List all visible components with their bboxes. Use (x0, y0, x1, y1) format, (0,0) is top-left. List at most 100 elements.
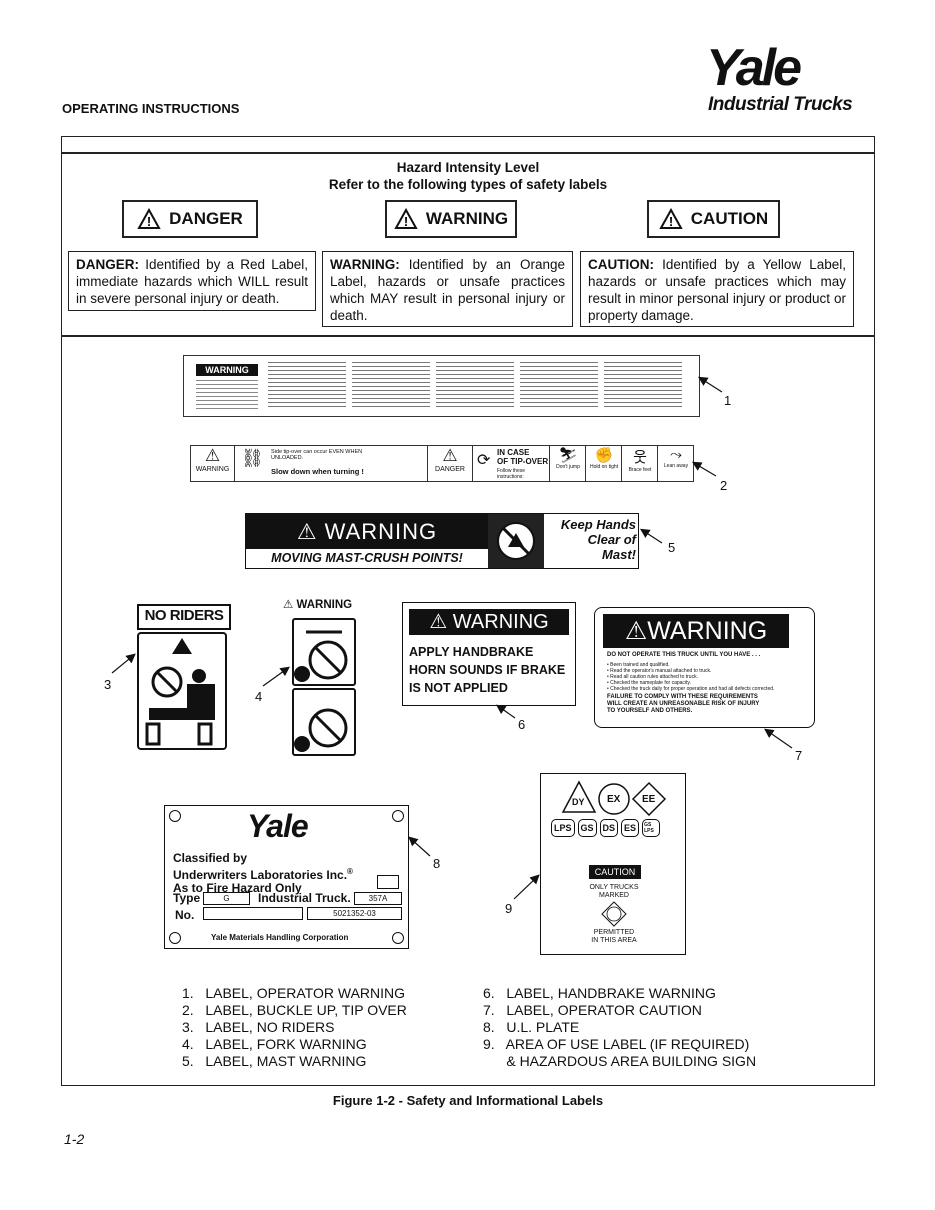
caution-text: Identified by a Yellow Label, hazards or… (588, 257, 846, 323)
danger-description: DANGER: Identified by a Red Label, immed… (68, 251, 316, 311)
label9-permitted: PERMITTED IN THIS AREA (541, 929, 687, 945)
label9-only-text: ONLY TRUCKS (589, 884, 639, 891)
figure-frame (61, 136, 875, 1086)
warning-signal-label: WARNING (425, 209, 509, 228)
page-number: 1-2 (64, 1131, 85, 1147)
hazard-subtitle: Refer to the following types of safety l… (328, 177, 608, 192)
label4-signal-text: WARNING (296, 599, 353, 611)
label6-signal: ⚠ WARNING (409, 609, 569, 635)
frame-rule-top (61, 152, 875, 154)
callout-2: 2 (720, 478, 728, 493)
label4-signal: ⚠ WARNING (283, 597, 352, 611)
label2-danger-text: DANGER (435, 466, 465, 473)
callout-4: 4 (255, 689, 263, 704)
ul-type-value: G (203, 892, 250, 905)
danger-text: Identified by a Red Label, immediate haz… (76, 257, 308, 306)
label6-lines: APPLY HANDBRAKE HORN SOUNDS IF BRAKE IS … (409, 643, 565, 697)
hazard-title: Hazard Intensity Level (396, 160, 540, 175)
callout-9: 9 (505, 901, 513, 916)
label2-danger-icon: ⚠ (442, 446, 458, 465)
label2-alert-icon: ⚠ (204, 446, 221, 465)
label-handbrake-warning: ⚠ WARNING APPLY HANDBRAKE HORN SOUNDS IF… (402, 602, 576, 706)
hand-prohibition-icon (497, 522, 535, 560)
label2-warning-text: WARNING (195, 466, 230, 473)
callout-6: 6 (518, 717, 526, 732)
brace-icon: 웃 (633, 449, 647, 466)
area-codes-top (561, 780, 667, 816)
danger-alert-icon: ! (137, 208, 161, 229)
ul-plate-brand: Yale (247, 808, 309, 844)
callout-3: 3 (104, 677, 112, 692)
label7-signal-text: WARNING (647, 617, 768, 645)
label2-warning-cell: ⚠WARNING (191, 446, 235, 481)
label5-signal: ⚠ WARNING (246, 514, 488, 549)
hold-icon: ✊ (594, 447, 614, 464)
ul-plate: Yale Classified by Underwriters Laborato… (164, 805, 409, 949)
callout-8: 8 (433, 856, 441, 871)
label5-keep-1: Keep Hands (560, 517, 636, 532)
label2-tip-text1: Side tip-over can occur EVEN WHEN UNLOAD… (271, 449, 363, 461)
ul-number1: 357A (354, 892, 402, 905)
label7-bullet-4: • Checked the nameplate for capacity. (607, 680, 691, 686)
label6-line-3: IS NOT APPLIED (409, 681, 508, 695)
ul-reg: ® (347, 867, 353, 876)
brand-logo: Yale (706, 39, 802, 97)
caution-signal: ! CAUTION (647, 200, 780, 238)
label1-fine-print (268, 362, 688, 410)
screw-hole-icon (169, 932, 181, 944)
label6-line-1: APPLY HANDBRAKE (409, 645, 534, 659)
legend-item: 3. LABEL, NO RIDERS (182, 1019, 335, 1035)
label5-alert-icon: ⚠ (296, 519, 325, 544)
svg-text:!: ! (669, 214, 673, 229)
ul-type-label: Type (173, 891, 201, 905)
callout-7: 7 (795, 748, 803, 763)
warning-text: Identified by an Orange Label, hazards o… (330, 257, 565, 323)
label7-bullets: • Been trained and qualified. • Read the… (607, 662, 774, 692)
label7-footer-3: TO YOURSELF AND OTHERS. (607, 708, 693, 714)
label2-in-case-text: IN CASE (497, 448, 530, 457)
code-es: ES (621, 819, 640, 837)
label5-keep-2: Clear of (587, 532, 636, 547)
crush-hand-icon (488, 514, 544, 568)
label4-alert-icon: ⚠ (283, 599, 297, 611)
warning-alert-icon: ! (394, 208, 418, 229)
callout-1: 1 (724, 393, 732, 408)
callout-5: 5 (668, 540, 676, 555)
label1-text-block (196, 380, 258, 410)
label9-area-text: IN THIS AREA (591, 937, 637, 944)
label7-bullet-1: • Been trained and qualified. (607, 662, 670, 668)
screw-hole-icon (392, 810, 404, 822)
label2-step-4-text: Lean away (663, 463, 689, 469)
lean-icon: ⤳ (669, 446, 682, 463)
warning-description: WARNING: Identified by an Orange Label, … (322, 251, 573, 327)
code-ds: DS (599, 819, 619, 837)
code-dy: DY (572, 797, 585, 807)
ul-blank-box (377, 875, 399, 889)
legend-item: 6. LABEL, HANDBRAKE WARNING (483, 985, 716, 1001)
label7-intro: DO NOT OPERATE THIS TRUCK UNTIL YOU HAVE… (607, 652, 761, 658)
label2-tip-text2: Slow down when turning ! (271, 467, 364, 476)
label7-bullet-5: • Checked the truck daily for proper ope… (607, 686, 775, 692)
label7-footer-2: WILL CREATE AN UNREASONABLE RISK OF INJU… (607, 701, 760, 707)
legend-item: 2. LABEL, BUCKLE UP, TIP OVER (182, 1002, 407, 1018)
ul-lab-text: Underwriters Laboratories Inc. (173, 868, 348, 882)
section-title: OPERATING INSTRUCTIONS (62, 101, 240, 116)
label2-step-3-text: Brace feet (628, 467, 652, 473)
ul-no-label: No. (175, 908, 195, 922)
no-riders-pictogram (137, 632, 227, 750)
code-gs-lps: GS LPS (642, 819, 661, 837)
ul-fire: As to Fire Hazard Only (173, 881, 302, 895)
label2-step-4: ⤳Lean away (657, 446, 694, 481)
ul-plate-body: Classified by Underwriters Laboratories … (173, 852, 353, 895)
dy-triangle-icon (561, 780, 597, 813)
warning-term: WARNING: (330, 257, 400, 272)
danger-signal-label: DANGER (169, 209, 243, 228)
caution-alert-icon: ! (659, 208, 683, 229)
danger-signal: ! DANGER (122, 200, 258, 238)
legend-item: 4. LABEL, FORK WARNING (182, 1036, 367, 1052)
label2-step-1: ⛷Don't jump (549, 446, 586, 481)
label2-of-tip-over-text: OF TIP-OVER (497, 457, 549, 466)
